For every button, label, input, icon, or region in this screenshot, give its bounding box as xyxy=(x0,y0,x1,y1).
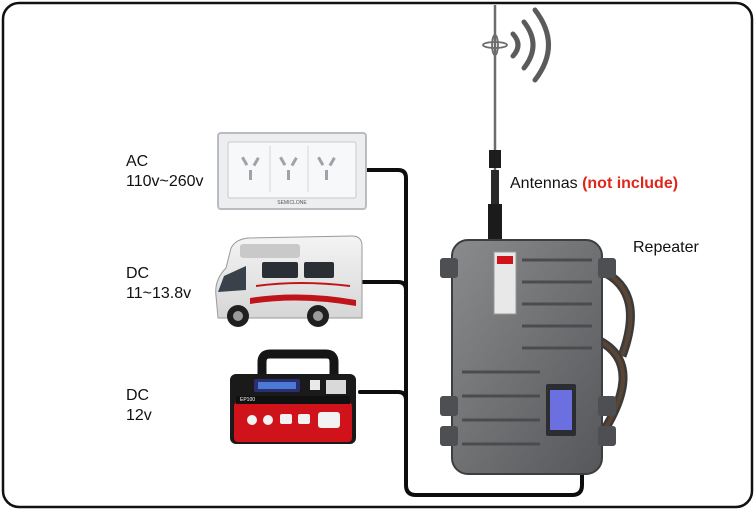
power-cables xyxy=(358,168,584,497)
ac-cable xyxy=(363,168,584,497)
repeater-label: Repeater xyxy=(633,238,699,258)
antennas-text: Antennas xyxy=(510,175,578,192)
outlet-brand-text: SEMICLONE xyxy=(277,200,307,206)
dc-station-label: DC 12v xyxy=(126,386,152,426)
dc-van-range: 11~13.8v xyxy=(126,285,192,302)
wifi-signal-icon xyxy=(510,7,551,83)
antennas-label: Antennas (not include) xyxy=(510,174,678,194)
ac-label: AC 110v~260v xyxy=(126,152,204,192)
dc-station-title: DC xyxy=(126,387,150,404)
camper-van-icon xyxy=(215,235,363,327)
dc-van-label: DC 11~13.8v xyxy=(126,264,191,304)
ac-title: AC xyxy=(126,153,149,170)
wall-socket-icon: SEMICLONE xyxy=(217,132,367,210)
ac-range: 110v~260v xyxy=(126,173,204,190)
antenna-icon xyxy=(482,5,508,240)
dc-van-cable xyxy=(358,280,408,292)
dc-station-range: 12v xyxy=(126,407,152,424)
repeater-box-icon xyxy=(440,239,635,475)
dc-van-title: DC xyxy=(126,265,150,282)
antennas-note: (not include) xyxy=(582,175,679,192)
repeater-text: Repeater xyxy=(633,239,699,256)
portable-power-station-icon: EP100 xyxy=(230,349,356,444)
station-brand-text: EP100 xyxy=(240,397,255,403)
dc-station-cable xyxy=(358,390,408,402)
